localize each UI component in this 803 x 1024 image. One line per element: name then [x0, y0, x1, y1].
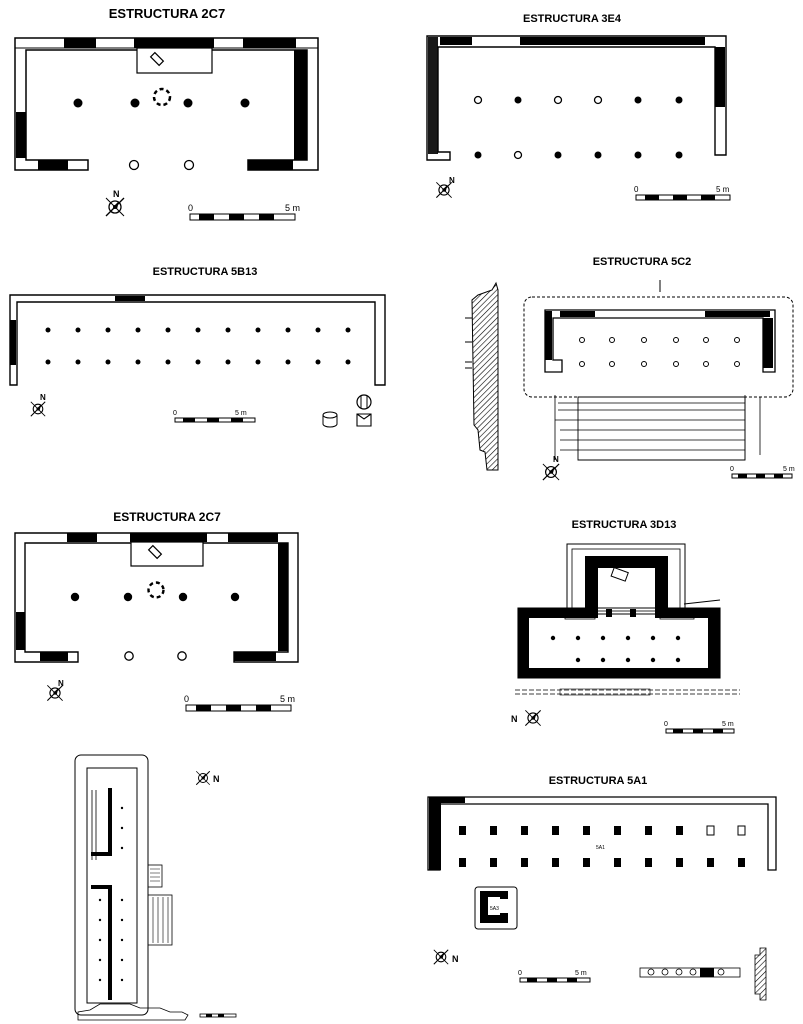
north-label: N	[40, 393, 46, 402]
scale-five: 5 m	[716, 185, 730, 194]
scale-bar: 0 5 m	[188, 203, 300, 221]
title-5a1: ESTRUCTURA 5A1	[548, 775, 648, 787]
plan-2c7-top: N 0 5 m	[14, 37, 319, 221]
scale-five: 5 m	[285, 203, 300, 213]
north-label: N	[452, 954, 459, 964]
scale-five: 5 m	[235, 410, 247, 417]
north-label: N	[113, 189, 120, 199]
title-3e4: ESTRUCTURA 3E4	[523, 13, 621, 25]
scale-zero: 0	[188, 203, 193, 213]
title-5b13: ESTRUCTURA 5B13	[152, 266, 258, 278]
scale-five: 5 m	[280, 694, 295, 704]
north-label: N	[511, 714, 518, 724]
title-3d13: ESTRUCTURA 3D13	[571, 519, 677, 531]
scale-zero: 0	[730, 466, 734, 473]
scale-five: 5 m	[575, 970, 587, 977]
title-2c7-top: ESTRUCTURA 2C7	[108, 6, 226, 21]
room-label-5a3: 5A3	[490, 906, 499, 912]
plan-long-structure: N	[74, 754, 237, 1021]
scale-zero: 0	[664, 721, 668, 728]
plan-5c2: N 0 5 m	[465, 280, 795, 481]
room-label-5a1: 5A1	[596, 845, 605, 851]
scale-zero: 0	[518, 970, 522, 977]
plan-3e4: N 0 5 m	[426, 35, 731, 201]
plan-2c7-middle: N 0 5 m	[14, 532, 299, 712]
plan-5b13: N 0 5 m	[9, 294, 386, 428]
plan-3d13: N 0 5 m	[511, 543, 740, 734]
scale-zero: 0	[184, 694, 189, 704]
title-2c7-middle: ESTRUCTURA 2C7	[113, 510, 221, 524]
north-label: N	[213, 774, 220, 784]
north-label: N	[58, 679, 64, 688]
north-label: N	[553, 455, 559, 464]
scale-zero: 0	[173, 410, 177, 417]
scale-five: 5 m	[722, 721, 734, 728]
north-label: N	[449, 176, 455, 185]
title-5c2: ESTRUCTURA 5C2	[592, 256, 692, 268]
scale-five: 5 m	[783, 466, 795, 473]
scale-zero: 0	[634, 185, 639, 194]
plan-5a1: 5A1 5A3 N 0 5 m	[427, 796, 777, 1001]
